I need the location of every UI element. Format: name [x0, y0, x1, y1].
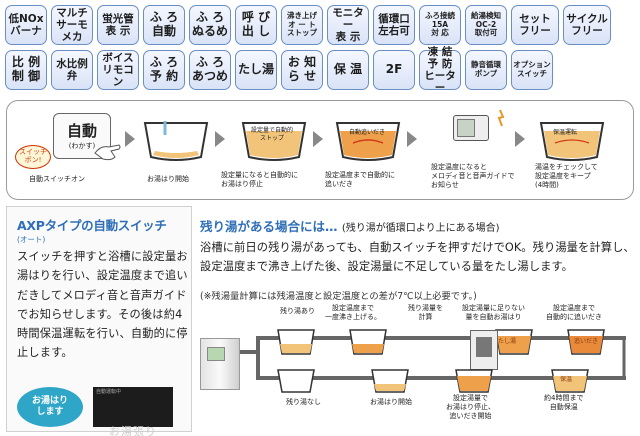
flow-step-2-label: お湯はり開始 — [147, 175, 189, 183]
tub-reheat-icon — [335, 122, 401, 161]
axp-title: AXPタイプの自動スイッチ — [17, 218, 167, 233]
top-tub-4 — [567, 329, 605, 355]
switch-pon-bubble: スイッチ ポン! — [15, 145, 51, 169]
diagram-top-tubs — [277, 329, 605, 355]
feature-tag-r2-8: 保 温 — [327, 50, 369, 90]
tub-keepwarm-icon — [539, 122, 605, 161]
diagram-bottom-label-1: 残り湯なし — [286, 398, 321, 406]
diagram-top-label-3: 残り湯量を 計算 — [408, 304, 443, 322]
feature-tag-r1-10: ふろ接続 15A 対 応 — [419, 5, 461, 45]
flow-step-1-label: 自動スイッチオン — [29, 175, 85, 183]
top-tub-3 — [495, 329, 533, 355]
diagram-tub-text-keepwarm: 保温 — [560, 376, 573, 383]
notification-spark-icon — [497, 109, 505, 127]
flow-step-3-label: 設定量になると自動的に お湯はり停止 — [221, 171, 298, 189]
tub-keepwarm-text: 保温運転 — [553, 129, 578, 136]
diagram-bottom-tubs — [277, 369, 589, 393]
diagram-top-label-2: 設定温度まで 一度沸き上げる。 — [325, 304, 381, 322]
pointing-hand-icon — [94, 144, 121, 161]
axp-description: スイッチを押すと浴槽に設定量お湯はりを行い、設定温度まで追いだきしてメロディ音と… — [17, 250, 188, 360]
auto-flow-panel: 自動 (わかす) スイッチ ポン! 自動スイッチオン お湯はり開始 設定量で自動… — [6, 100, 634, 200]
diagram-bottom-label-2: お湯はり開始 — [370, 398, 412, 406]
axp-auto-switch-box: AXPタイプの自動スイッチ (オート) スイッチを押すと浴槽に設定量お湯はりを行… — [6, 206, 192, 436]
diagram-tub-text-addwater: たし湯 — [498, 338, 517, 345]
feature-tag-r1-5: ふ ろ ぬるめ — [189, 5, 231, 45]
auto-button-sublabel: (わかす) — [68, 142, 96, 150]
computation-unit-icon — [470, 330, 498, 370]
feature-tag-r1-7: 沸き上げ オ ー ト ストップ — [281, 5, 323, 45]
top-tub-2 — [349, 329, 387, 355]
feature-tag-r2-12: オプション スイッチ — [511, 50, 553, 90]
bottom-tub-3 — [455, 369, 493, 393]
feature-tag-r2-1: 比 例 制 御 — [5, 50, 47, 90]
feature-tag-r2-3: ボイス リモコン — [97, 50, 139, 90]
feature-tag-r1-12: セット フリー — [511, 5, 559, 45]
feature-tag-r1-1: 低NOx バーナ — [5, 5, 47, 45]
remaining-title-main: 残り湯がある場合には… — [200, 219, 338, 234]
remaining-water-note: (※残湯量計算には残湯温度と設定温度との差が7℃以上必要です。) — [200, 291, 477, 302]
tub-filling-icon — [143, 121, 209, 161]
flow-step-5-label: 設定温度になると メロディ音と音声ガイドで お知らせ — [431, 163, 515, 190]
feature-tag-r2-5: ふ ろ あつめ — [189, 50, 231, 90]
remote-display-status: 自動運転中 — [96, 389, 122, 395]
flow-arrow-2 — [215, 131, 225, 147]
feature-tag-r2-2: 水比例 弁 — [51, 50, 93, 90]
feature-tag-r2-6: たし湯 — [235, 50, 277, 90]
tub-stop-text: 設定量で自動的 ストップ — [251, 127, 294, 142]
remote-controller-icon — [453, 115, 489, 141]
feature-tag-r2-11: 静音循環 ポンプ — [465, 50, 507, 90]
bottom-tub-2 — [371, 369, 409, 393]
diagram-bottom-label-4: 約4時間まで 自動保温 — [544, 394, 584, 412]
diagram-tub-text-reheat: 追いだき — [574, 338, 599, 345]
feature-tag-r1-9: 循環口 左右可 — [373, 5, 415, 45]
feature-tag-r1-4: ふ ろ 自動 — [143, 5, 185, 45]
remaining-water-description: 浴槽に前日の残り湯があっても、自動スイッチを押すだけでOK。残り湯量を計算し、設… — [200, 241, 635, 274]
flow-step-4-label: 設定温度まで自動的に 追いだき — [325, 171, 395, 189]
diagram-top-label-4: 設定湯量に足りない 量を自動お湯はり — [462, 304, 525, 322]
flow-step-6-label: 湯温をチェックして 設定温度をキープ (4時間) — [535, 163, 598, 190]
flow-arrow-4 — [407, 131, 417, 147]
auto-button-label: 自動 — [66, 122, 97, 140]
feature-tag-r2-4: ふ ろ 予 約 — [143, 50, 185, 90]
feature-tags-row-1: 低NOx バーナマルチ サーモ メカ蛍光管 表 示ふ ろ 自動ふ ろ ぬるめ呼 … — [5, 5, 611, 45]
diagram-flow-lines — [240, 336, 626, 380]
remaining-water-title: 残り湯がある場合には… (残り湯が循環口より上にある場合) — [200, 216, 499, 235]
oyuhari-badge: お湯はり します — [17, 387, 83, 427]
diagram-top-label-5: 設定温度まで 自動的に追いだき — [546, 304, 602, 322]
flow-arrow-5 — [515, 131, 525, 147]
feature-tag-r1-2: マルチ サーモ メカ — [51, 5, 93, 45]
feature-tag-r1-3: 蛍光管 表 示 — [97, 5, 139, 45]
tub-reheat-text: 自動追いだき — [349, 129, 386, 136]
feature-tag-r1-8: モニター 表 示 — [327, 5, 369, 45]
feature-tag-r2-10: 凍 結 予 防 ヒーター — [419, 46, 461, 94]
bottom-tub-4 — [551, 369, 589, 393]
flow-arrow-3 — [313, 131, 323, 147]
feature-tag-r1-13: サイクル フリー — [563, 5, 611, 45]
axp-subtitle: (オート) — [17, 235, 46, 244]
top-tub-1 — [277, 329, 315, 355]
diagram-bottom-label-3: 設定湯量で お湯はり停止、 追いだき開始 — [446, 394, 495, 421]
bottom-tub-1 — [277, 369, 315, 393]
remote-display-text: お湯張り します — [109, 425, 157, 436]
remote-display: 自動運転中 お湯張り します — [93, 387, 173, 436]
feature-tag-r2-9: 2F — [373, 50, 415, 90]
feature-tags-row-2: 比 例 制 御水比例 弁ボイス リモコンふ ろ 予 約ふ ろ あつめたし湯お 知… — [5, 46, 553, 94]
remaining-title-note: (残り湯が循環口より上にある場合) — [341, 223, 500, 234]
tub-full-icon — [241, 122, 307, 161]
auto-switch-illustration: 自動 (わかす) — [53, 113, 111, 159]
flow-arrow-1 — [125, 131, 135, 147]
feature-tag-r1-11: 給湯検知 OC-2 取付可 — [465, 5, 507, 45]
diagram-top-label-1: 残り湯あり — [280, 307, 315, 315]
feature-tag-r1-6: 呼 び 出 し — [235, 5, 277, 45]
feature-tag-r2-7: お 知 ら せ — [281, 50, 323, 90]
water-heater-unit-icon — [200, 338, 240, 390]
